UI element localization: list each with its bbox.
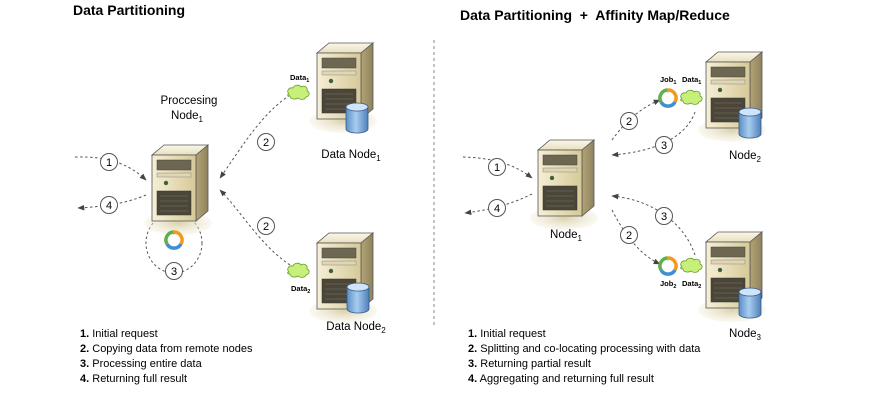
svg-text:3: 3 [171, 266, 177, 278]
svg-text:2: 2 [626, 116, 632, 128]
left-legend-item: 2. Copying data from remote nodes [80, 343, 253, 355]
right-legend: 1. Initial request 2. Splitting and co-l… [468, 328, 701, 385]
right-step-badge: 2 [620, 112, 638, 130]
left-job-icon [164, 228, 184, 250]
right-arrow-partial-1 [611, 111, 696, 158]
svg-text:1: 1 [494, 162, 500, 174]
data-2-cloud [287, 262, 310, 278]
right-step-badge: 2 [620, 226, 638, 244]
left-step-badge: 3 [165, 262, 183, 280]
left-legend-item: 1. Initial request [80, 328, 158, 340]
data-node-2-disk [346, 282, 370, 314]
job-1-icon [658, 86, 678, 108]
data-node-2-label: Data Node2 [326, 321, 386, 335]
job-2-label: Job2 [660, 279, 676, 290]
data-node-1-label: Data Node1 [321, 149, 381, 163]
svg-text:2: 2 [263, 221, 269, 233]
right-arrow-return [464, 193, 533, 216]
node-2-label: Node2 [729, 150, 762, 164]
left-step-badge: 1 [100, 153, 118, 171]
right-step-badge: 3 [655, 136, 673, 154]
left-legend-item: 3. Processing entire data [80, 358, 203, 370]
svg-text:3: 3 [661, 140, 667, 152]
svg-text:4: 4 [106, 200, 112, 212]
data-2-label-right: Data2 [682, 279, 701, 290]
job-2-icon [658, 254, 678, 276]
data-1-cloud [287, 84, 310, 100]
right-legend-item: 4. Aggregating and returning full result [468, 373, 654, 385]
left-arrow-request [74, 156, 147, 181]
data-node-1-disk [345, 102, 369, 134]
right-arrow-partial-2 [611, 193, 696, 256]
data-2-label: Data2 [291, 284, 310, 295]
left-title: Data Partitioning [73, 2, 185, 18]
left-step-badges: 1 2 2 3 4 [100, 133, 275, 280]
right-arrow-split-2 [611, 209, 661, 265]
left-arrow-copy-1 [219, 94, 291, 179]
data-2-cloud-right [680, 257, 703, 273]
processing-node-label-line1: Proccesing [161, 95, 218, 107]
data-1-label: Data1 [290, 73, 309, 84]
data-1-label-right: Data1 [682, 75, 701, 86]
left-step-badge: 4 [100, 196, 118, 214]
svg-text:4: 4 [494, 203, 500, 215]
processing-node-server [143, 144, 213, 236]
left-step-badge: 2 [257, 133, 275, 151]
job-1-label: Job1 [660, 75, 676, 86]
processing-node-label: Node1 [171, 110, 204, 124]
left-arrow-return [77, 194, 147, 211]
svg-text:2: 2 [263, 137, 269, 149]
right-step-badge: 1 [488, 158, 506, 176]
left-step-badge: 2 [257, 217, 275, 235]
right-legend-item: 2. Splitting and co-locating processing … [468, 343, 701, 355]
left-legend-item: 4. Returning full result [80, 373, 187, 385]
left-arrow-copy-2 [219, 189, 291, 266]
node-1-label: Node1 [550, 229, 583, 243]
node-3-label: Node3 [729, 328, 762, 342]
data-1-cloud-right [680, 89, 703, 105]
left-legend: 1. Initial request 2. Copying data from … [80, 328, 253, 385]
svg-text:2: 2 [626, 230, 632, 242]
right-step-badge: 4 [488, 199, 506, 217]
right-step-badges: 1 4 2 3 3 2 [488, 112, 673, 244]
svg-text:3: 3 [661, 211, 667, 223]
node-2-disk [738, 107, 762, 139]
right-legend-item: 3. Returning partial result [468, 358, 591, 370]
right-title: Data Partitioning + Affinity Map/Reduce [460, 7, 730, 23]
right-legend-item: 1. Initial request [468, 328, 546, 340]
svg-text:1: 1 [106, 157, 112, 169]
node-1-server [529, 139, 599, 231]
right-step-badge: 3 [655, 207, 673, 225]
node-3-disk [738, 287, 762, 319]
